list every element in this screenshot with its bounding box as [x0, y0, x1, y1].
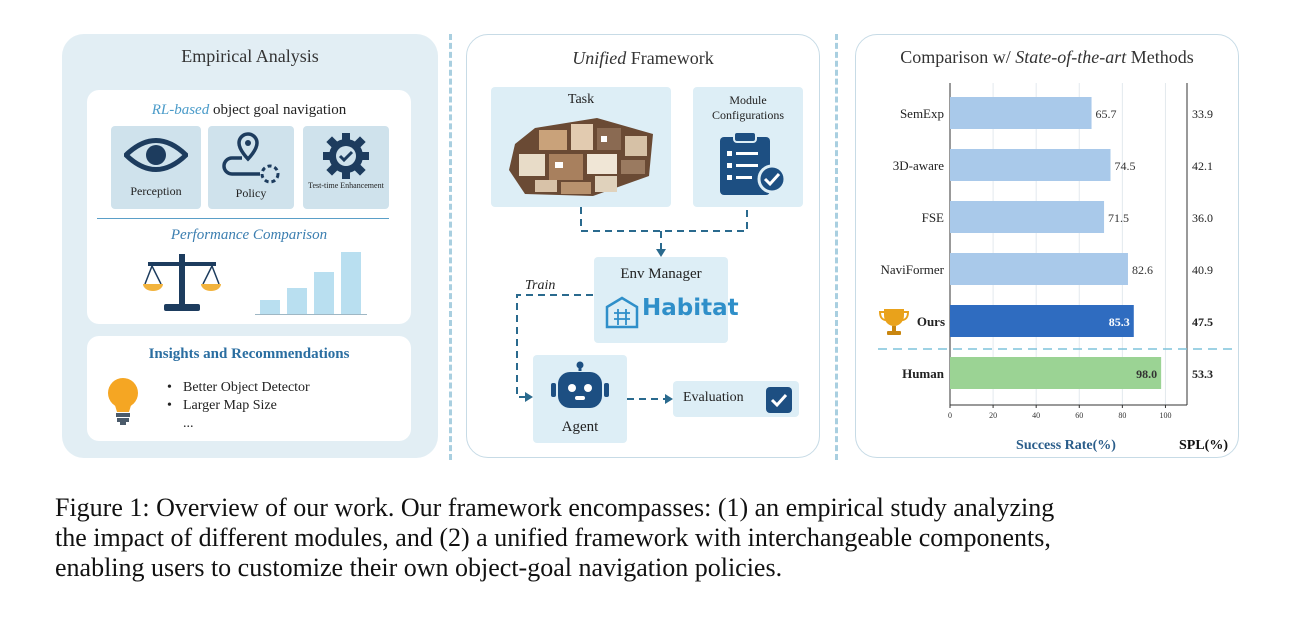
mini-bar-1 — [260, 300, 280, 314]
value-label: 98.0 — [1136, 367, 1157, 381]
insight-ellipsis: ... — [183, 416, 194, 431]
test-time-label: Test-time Enhancement — [308, 181, 384, 190]
perception-module: Perception — [111, 126, 201, 209]
env-manager-box: Env Manager Habitat — [594, 257, 739, 343]
x-tick-label: 80 — [1118, 411, 1126, 420]
rl-based-label: RL-based — [151, 102, 210, 118]
habitat-logo-icon — [605, 296, 639, 329]
value-label: 82.6 — [1132, 263, 1153, 277]
module-label: Module — [729, 93, 767, 107]
bar — [950, 149, 1111, 181]
rl-navigation-heading: RL-based object goal navigation — [87, 102, 411, 119]
spl-value-label: 33.9 — [1192, 107, 1213, 121]
divider-dashed-left — [449, 34, 452, 460]
divider — [97, 218, 389, 219]
rl-navigation-card: RL-based object goal navigation Percepti… — [87, 90, 411, 324]
empirical-analysis-panel: Empirical Analysis RL-based object goal … — [62, 34, 438, 458]
module-configurations-box: Module Configurations — [693, 87, 803, 207]
category-label: FSE — [922, 210, 944, 225]
bar — [950, 253, 1128, 285]
agent-label: Agent — [561, 419, 599, 435]
mini-bar-4 — [341, 252, 361, 314]
x-tick-label: 40 — [1032, 411, 1040, 420]
category-label: Human — [902, 366, 945, 381]
agent-box: Agent — [533, 355, 627, 443]
gear-check-icon — [323, 133, 369, 179]
x-tick-label: 100 — [1159, 411, 1171, 420]
module-configurations-label: Module Configurations — [693, 93, 803, 123]
task-box: Task — [491, 87, 671, 207]
value-label: 65.7 — [1096, 107, 1117, 121]
performance-comparison-heading: Performance Comparison — [170, 227, 328, 243]
category-label: Ours — [917, 314, 945, 329]
spl-value-label: 53.3 — [1192, 367, 1213, 381]
unified-framework-title: Unified Framework — [467, 48, 819, 69]
bar — [950, 357, 1162, 389]
mini-chart-baseline — [255, 314, 367, 315]
evaluation-box: Evaluation — [673, 381, 799, 417]
value-label: 71.5 — [1108, 211, 1129, 225]
env-manager-label: Env Manager — [620, 266, 702, 282]
perception-label: Perception — [130, 184, 182, 198]
spl-value-label: 47.5 — [1192, 315, 1213, 329]
sota-label: State-of-the-art — [1015, 47, 1127, 67]
robot-icon — [551, 361, 609, 408]
framework-label: Framework — [626, 48, 714, 68]
bar — [950, 201, 1105, 233]
caption-line-3: enabling users to customize their own ob… — [55, 553, 783, 582]
comparison-panel: Comparison w/ State-of-the-art Methods S… — [855, 34, 1239, 458]
floorplan-image — [509, 118, 653, 196]
mini-bar-2 — [287, 288, 307, 314]
flow-connectors — [516, 207, 748, 404]
configurations-label: Configurations — [712, 108, 784, 122]
lightbulb-icon — [108, 378, 138, 425]
evaluation-label: Evaluation — [683, 390, 744, 405]
value-label: 85.3 — [1109, 315, 1130, 329]
caption-line-1: Figure 1: Overview of our work. Our fram… — [55, 493, 1055, 522]
policy-label: Policy — [235, 186, 267, 200]
bar — [950, 97, 1092, 129]
spl-value-label: 42.1 — [1192, 159, 1213, 173]
train-label: Train — [525, 278, 556, 293]
comparison-title: Comparison w/ State-of-the-art Methods — [856, 47, 1238, 68]
spl-axis-label: SPL(%) — [1179, 438, 1228, 453]
spl-value-label: 40.9 — [1192, 263, 1213, 277]
divider-dashed-right — [835, 34, 838, 460]
unified-framework-panel: Unified Framework Task Module Configurat… — [466, 34, 820, 458]
object-goal-label: object goal navigation — [209, 102, 347, 118]
test-time-module: Test-time Enhancement — [303, 126, 389, 209]
figure-caption: Figure 1: Overview of our work. Our fram… — [55, 493, 1245, 583]
methods-label: Methods — [1126, 47, 1194, 67]
task-label: Task — [567, 92, 595, 107]
comparison-title-prefix: Comparison w/ — [900, 47, 1016, 67]
spl-value-label: 36.0 — [1192, 211, 1213, 225]
x-tick-label: 60 — [1075, 411, 1083, 420]
insight-item: Larger Map Size — [167, 398, 277, 414]
x-tick-label: 0 — [948, 411, 952, 420]
unified-label: Unified — [572, 48, 627, 68]
x-axis-label: Success Rate(%) — [1016, 438, 1116, 453]
x-tick-label: 20 — [989, 411, 997, 420]
habitat-label: Habitat — [642, 295, 739, 321]
value-label: 74.5 — [1115, 159, 1136, 173]
trophy-icon — [878, 309, 910, 335]
balance-scale-icon — [143, 254, 221, 311]
category-label: 3D-aware — [893, 158, 944, 173]
insights-card: Insights and Recommendations Better Obje… — [87, 336, 411, 441]
insight-item: Better Object Detector — [167, 380, 310, 396]
mini-bar-3 — [314, 272, 334, 314]
bar — [950, 305, 1134, 337]
route-pin-icon — [222, 132, 280, 184]
policy-module: Policy — [208, 126, 294, 209]
category-label: NaviFormer — [880, 262, 944, 277]
clipboard-check-icon — [720, 131, 787, 195]
caption-line-2: the impact of different modules, and (2)… — [55, 523, 1051, 552]
insights-title: Insights and Recommendations — [148, 346, 350, 362]
eye-icon — [124, 138, 188, 172]
category-label: SemExp — [900, 106, 944, 121]
empirical-analysis-title: Empirical Analysis — [181, 46, 319, 66]
checkbox-checked-icon — [766, 387, 792, 413]
